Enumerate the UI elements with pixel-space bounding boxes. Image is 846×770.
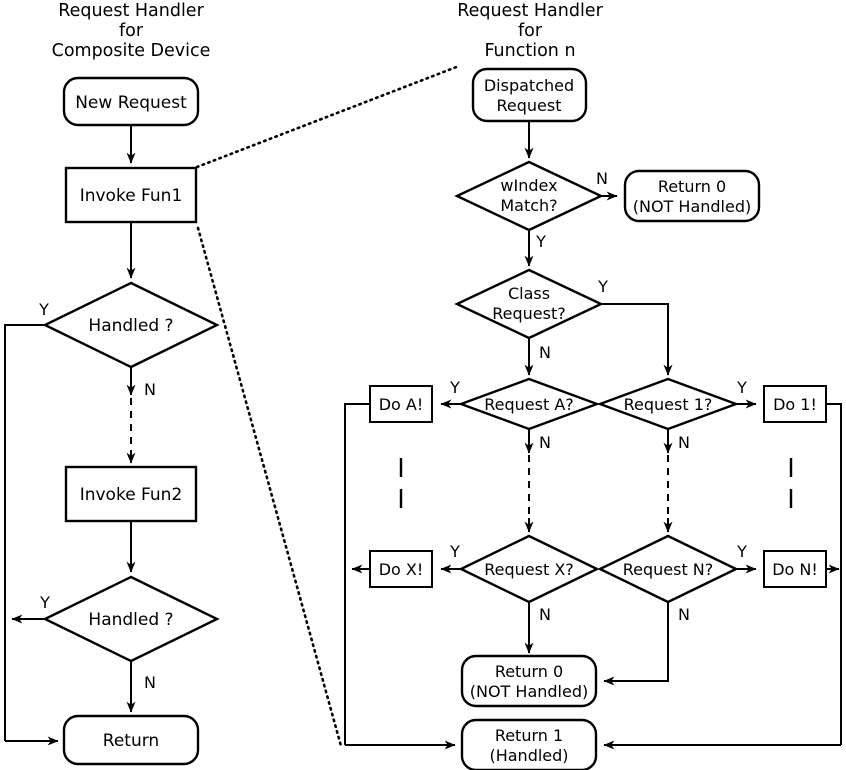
right-panel-title-line2: for [518,21,543,41]
connector-upper-dotted [195,64,461,169]
node-new-request-label: New Request [75,93,187,113]
branch-label-request-n-no: N [678,605,690,624]
node-handled-decision-2-label: Handled ? [88,610,173,630]
node-windex-match-line2: Match? [500,196,557,215]
node-dispatched-request-line1: Dispatched [484,76,574,95]
node-do-x-label: Do X! [379,560,424,579]
right-panel-group: Request Handler for Function n Dispatche… [344,1,842,770]
branch-label-windex-yes: Y [535,232,546,251]
node-dispatched-request-line2: Request [497,96,562,115]
branch-label-request-x-no: N [539,605,551,624]
node-do-n[interactable] [763,550,827,588]
node-return0-bottom-line1: Return 0 [495,662,563,681]
left-panel-title-line1: Request Handler [58,1,204,21]
branch-label-handled1-no: N [144,380,156,399]
node-request-1-label: Request 1? [624,395,713,414]
node-return0-top[interactable] [623,169,761,223]
expansion-connectors-group [195,64,461,748]
branch-label-request-1-no: N [678,433,690,452]
branch-label-handled2-yes: Y [39,593,50,612]
node-class-request-line1: Class [508,284,550,303]
right-panel-title-line1: Request Handler [457,1,603,21]
branch-label-handled1-yes: Y [38,300,49,319]
node-return1[interactable] [460,718,598,770]
node-do-x[interactable] [369,550,433,588]
edge-do-a-to-left-rail [344,403,370,745]
node-return0-top-line2: (NOT Handled) [633,197,751,216]
node-class-request-line2: Request? [492,304,565,323]
node-invoke-fun1[interactable] [64,166,198,224]
branch-label-request-x-yes: Y [449,542,460,561]
left-panel-title-line2: for [119,21,144,41]
left-panel-group: Request Handler for Composite Device New… [4,1,220,766]
node-do-a[interactable] [369,385,433,423]
node-request-x-label: Request X? [484,560,574,579]
node-return0-top-line1: Return 0 [658,177,726,196]
edge-do-1-to-right-rail [826,403,842,745]
left-panel-title-line3: Composite Device [52,41,211,61]
node-invoke-fun2-label: Invoke Fun2 [80,485,183,505]
node-windex-match-line1: wIndex [500,176,557,195]
node-do-n-label: Do N! [772,560,818,579]
node-invoke-fun2[interactable] [64,465,198,523]
branch-label-handled2-no: N [144,673,156,692]
node-do-1-label: Do 1! [773,395,817,414]
connector-lower-dotted [196,226,343,748]
node-return0-bottom[interactable] [460,654,598,708]
branch-label-request-n-yes: Y [736,542,747,561]
node-return-label: Return [103,731,159,751]
edge-request-n-no-to-return0-bottom [603,602,669,686]
node-request-a-label: Request A? [484,395,574,414]
node-return0-bottom-line2: (NOT Handled) [470,682,588,701]
branch-label-request-a-yes: Y [449,378,460,397]
branch-label-class-yes: Y [597,277,608,296]
node-request-n-label: Request N? [623,560,714,579]
node-return1-line1: Return 1 [495,726,563,745]
branch-label-windex-no: N [596,169,608,188]
right-panel-title-line3: Function n [484,41,575,61]
edge-handled1-yes-to-left-rail [4,324,45,741]
branch-label-class-no: N [539,343,551,362]
node-handled-decision-1-label: Handled ? [88,316,173,336]
branch-label-request-1-yes: Y [736,378,747,397]
branch-label-request-a-no: N [539,433,551,452]
node-return[interactable] [62,714,200,766]
edge-class-yes-to-request-1 [601,303,673,376]
node-return1-line2: (Handled) [489,746,568,765]
node-do-a-label: Do A! [379,395,424,414]
node-invoke-fun1-label: Invoke Fun1 [80,186,183,206]
